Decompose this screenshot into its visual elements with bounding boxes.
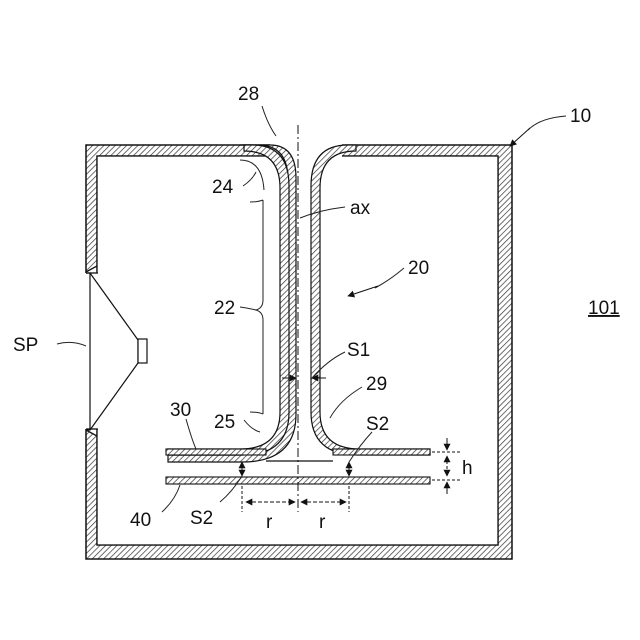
speaker-wall-opening [85, 273, 98, 429]
label-ax: ax [350, 198, 371, 219]
label-s1: S1 [347, 340, 370, 361]
arrow-10 [510, 128, 530, 146]
label-10: 10 [570, 106, 591, 127]
label-101: 101 [588, 298, 620, 319]
leader-10 [528, 116, 566, 130]
label-s2-right: S2 [366, 414, 389, 435]
label-40: 40 [130, 510, 151, 531]
label-22: 22 [214, 298, 235, 319]
label-28: 28 [238, 84, 259, 105]
label-29: 29 [366, 374, 387, 395]
label-r-left: r [266, 512, 273, 533]
label-24: 24 [212, 177, 234, 198]
leader-sp [57, 342, 86, 346]
upper-plate-right [333, 449, 430, 455]
label-25: 25 [214, 412, 235, 433]
label-s2-left: S2 [190, 508, 213, 529]
label-20: 20 [408, 258, 429, 279]
label-sp: SP [13, 335, 38, 356]
label-h: h [462, 458, 473, 479]
label-r-right: r [319, 512, 326, 533]
label-30: 30 [170, 400, 191, 421]
upper-plate-left [166, 449, 266, 455]
speaker-magnet [138, 339, 147, 363]
leader-28 [262, 106, 276, 136]
